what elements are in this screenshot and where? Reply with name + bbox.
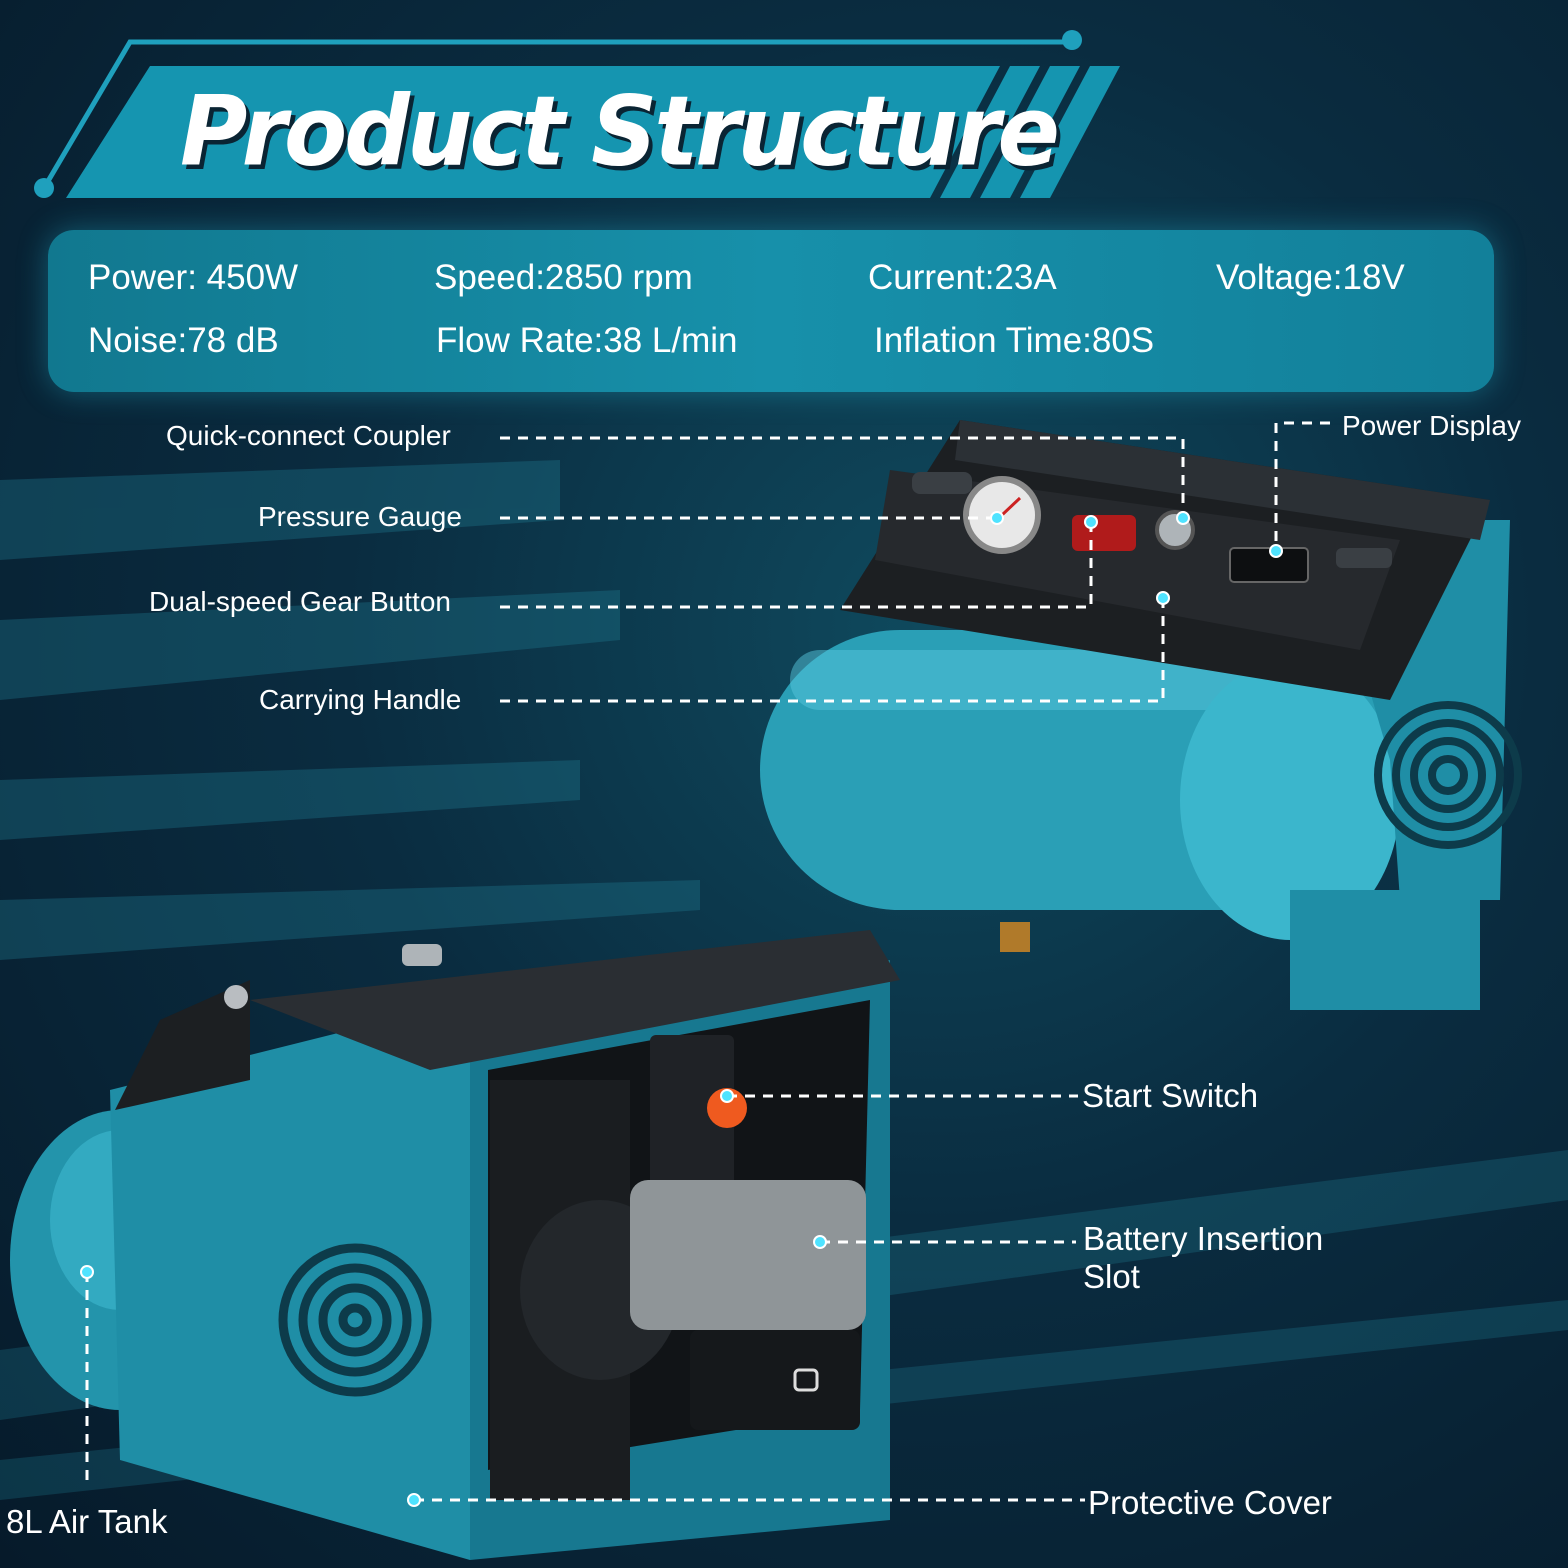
spec-voltage: Voltage:18V <box>1216 258 1405 297</box>
spec-power: Power: 450W <box>88 258 299 297</box>
specs-panel <box>48 230 1494 392</box>
callout-carrying-handle: Carrying Handle <box>259 684 462 715</box>
spec-flow-rate: Flow Rate:38 L/min <box>436 321 738 360</box>
callout-power-display: Power Display <box>1342 410 1521 441</box>
callout-start-switch: Start Switch <box>1082 1077 1259 1114</box>
page-title: Product Structure <box>180 75 1060 188</box>
spec-inflation-time: Inflation Time:80S <box>874 321 1155 360</box>
upper-compressor <box>760 420 1522 1010</box>
lower-compressor <box>10 930 900 1560</box>
title-banner <box>34 30 1120 198</box>
callout-quick-connect-coupler: Quick-connect Coupler <box>166 420 451 451</box>
spec-current: Current:23A <box>868 258 1057 297</box>
callout-protective-cover: Protective Cover <box>1088 1484 1332 1521</box>
callout-dual-speed-gear-button: Dual-speed Gear Button <box>149 586 451 617</box>
callout-pressure-gauge: Pressure Gauge <box>258 501 462 532</box>
spec-speed: Speed:2850 rpm <box>434 258 693 297</box>
callout-air-tank: 8L Air Tank <box>6 1503 168 1540</box>
callout-battery-insertion-slot-line2: Slot <box>1083 1258 1140 1295</box>
spec-noise: Noise:78 dB <box>88 321 279 360</box>
callout-battery-insertion-slot: Battery Insertion <box>1083 1220 1324 1257</box>
